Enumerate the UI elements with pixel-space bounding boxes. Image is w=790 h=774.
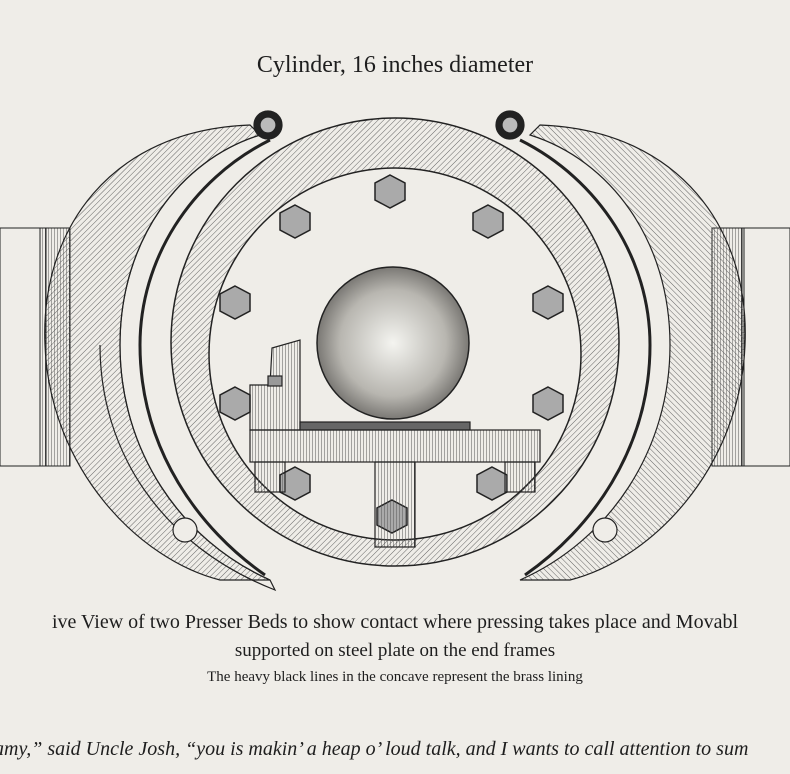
- shaft: [316, 266, 470, 420]
- left-presser-bed: [44, 110, 283, 592]
- figure-title: Cylinder, 16 inches diameter: [256, 52, 534, 78]
- hex-bolt: [532, 386, 564, 421]
- hex-bolt: [219, 386, 251, 421]
- cylinder-diagram: [0, 110, 790, 592]
- hex-bolt: [279, 204, 311, 239]
- hex-bolt: [374, 174, 406, 209]
- hex-bolt: [476, 466, 508, 501]
- hex-bolt: [532, 285, 564, 320]
- caption-line-2: supported on steel plate on the end fram…: [234, 640, 556, 661]
- support-bracket: [249, 339, 541, 548]
- right-presser-bed: [495, 110, 746, 581]
- caption-line-1: ive View of two Presser Beds to show con…: [51, 611, 739, 633]
- hex-bolt: [472, 204, 504, 239]
- hex-bolt: [219, 285, 251, 320]
- caption-line-3: The heavy black lines in the concave rep…: [207, 669, 583, 685]
- body-quote: amy,” said Uncle Josh, “you is makin’ a …: [0, 738, 749, 760]
